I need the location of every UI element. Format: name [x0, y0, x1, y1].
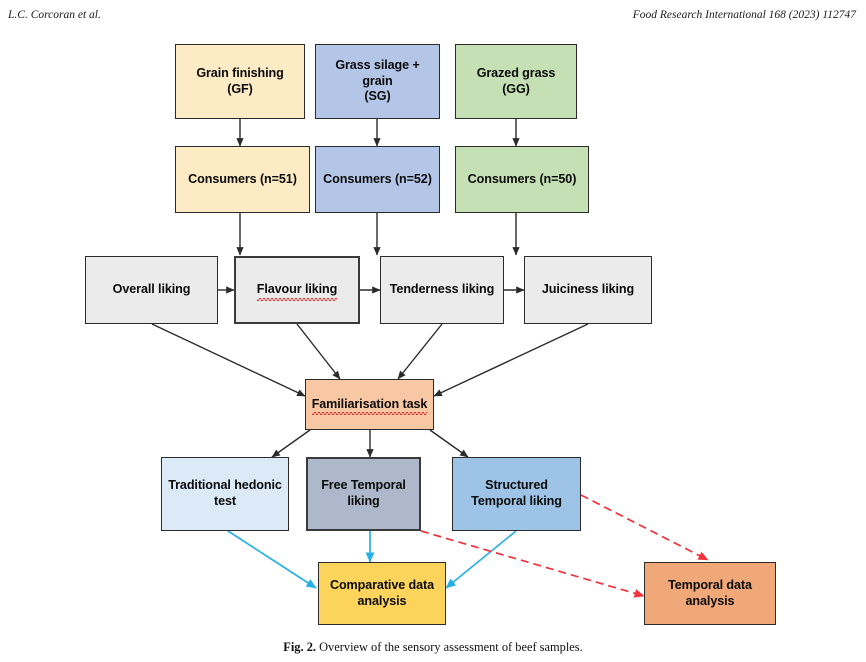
node-label-line2: analysis [357, 593, 407, 608]
figure-caption: Fig. 2. Overview of the sensory assessme… [0, 640, 866, 655]
flowchart-diagram: Grain finishing (GF) Grass silage + grai… [0, 0, 866, 636]
node-diet-grazed-grass[interactable]: Grazed grass (GG) [455, 44, 577, 119]
node-label-line1: Comparative data [329, 577, 435, 592]
node-label-line1: Free Temporal [321, 478, 406, 493]
node-label: Consumers (n=51) [188, 171, 297, 186]
node-diet-grass-silage-grain[interactable]: Grass silage + grain (SG) [315, 44, 440, 119]
node-overall-liking[interactable]: Overall liking [85, 256, 218, 324]
node-tenderness-liking[interactable]: Tenderness liking [380, 256, 504, 324]
node-consumers-sg[interactable]: Consumers (n=52) [315, 146, 440, 213]
node-consumers-gg[interactable]: Consumers (n=50) [455, 146, 589, 213]
node-label-line2: Temporal liking [471, 494, 562, 508]
node-label-line2: (SG) [364, 89, 391, 104]
edge-juiciness-to-familiarisation [433, 323, 589, 397]
node-label-line2: (GF) [227, 81, 253, 96]
node-comparative-data-analysis[interactable]: Comparative data analysis [318, 562, 446, 625]
node-label-line1: Grain finishing [196, 65, 284, 80]
node-flavour-liking[interactable]: Flavour liking [234, 256, 360, 324]
edge-familiarisation-to-structured [429, 429, 469, 458]
node-free-temporal-liking[interactable]: Free Temporal liking [306, 457, 421, 531]
node-label: Consumers (n=52) [323, 171, 432, 186]
node-label-task: task [399, 396, 428, 411]
node-label: Tenderness liking [389, 282, 495, 297]
node-label-line1: Traditional hedonic [168, 478, 282, 493]
node-juiciness-liking[interactable]: Juiciness liking [524, 256, 652, 324]
node-label-line2: liking [347, 494, 380, 508]
edge-traditional-to-comparative [227, 530, 317, 589]
node-label: Consumers (n=50) [467, 171, 577, 186]
edge-overall-to-familiarisation [151, 323, 306, 397]
running-head-journal-ref: Food Research International 168 (2023) 1… [632, 9, 856, 21]
node-label-liking: liking [301, 282, 338, 297]
edge-familiarisation-to-traditional [271, 429, 311, 458]
node-consumers-gf[interactable]: Consumers (n=51) [175, 146, 310, 213]
node-label-line1: Grazed grass [476, 65, 556, 80]
node-label-line1: Grass silage + grain [335, 57, 420, 88]
node-structured-temporal-liking[interactable]: Structured Temporal liking [452, 457, 581, 531]
node-label: Juiciness liking [541, 282, 635, 297]
edge-flavour-to-familiarisation [296, 323, 341, 380]
node-traditional-hedonic-test[interactable]: Traditional hedonic test [161, 457, 289, 531]
edge-tenderness-to-familiarisation [397, 323, 443, 380]
node-label-flavour: Flavour [256, 282, 302, 297]
node-label-familiarisation: Familiarisation [311, 396, 400, 411]
node-familiarisation-task[interactable]: Familiarisation task [305, 379, 434, 430]
edge-structured-to-comparative [445, 530, 517, 589]
node-label: Overall liking [112, 282, 191, 297]
node-label-line2: test [214, 494, 236, 508]
running-head-authors: L.C. Corcoran et al. [8, 9, 101, 21]
figure-caption-text: Overview of the sensory assessment of be… [319, 640, 583, 654]
edge-free-to-temporal [420, 530, 645, 598]
node-diet-grain-finishing[interactable]: Grain finishing (GF) [175, 44, 305, 119]
node-label-line2: analysis [685, 593, 735, 608]
node-label-line1: Temporal data [668, 577, 752, 592]
node-label-line1: Structured [485, 478, 548, 493]
figure-number: Fig. 2. [283, 640, 316, 654]
node-temporal-data-analysis[interactable]: Temporal data analysis [644, 562, 776, 625]
edge-structured-to-temporal [580, 494, 709, 561]
node-label-line2: (GG) [502, 81, 530, 96]
